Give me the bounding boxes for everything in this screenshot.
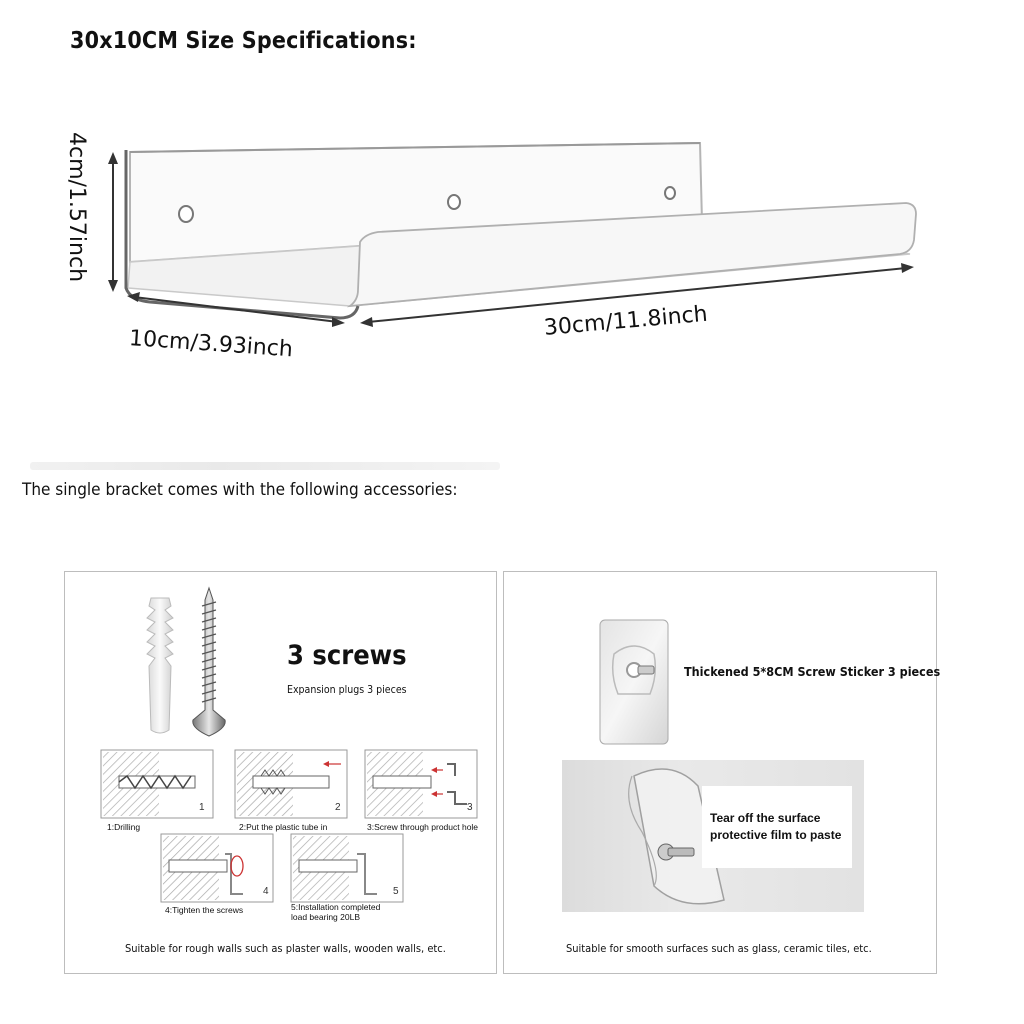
sticker-panel: Thickened 5*8CM Screw Sticker 3 pieces T… — [503, 571, 941, 974]
sticker-title: Thickened 5*8CM Screw Sticker 3 pieces — [684, 664, 941, 679]
shelf-illustration — [108, 141, 917, 327]
step-4-label: 4:Tighten the screws — [165, 905, 244, 915]
smooth-surfaces-caption: Suitable for smooth surfaces such as gla… — [566, 942, 872, 955]
film-instruction-line2: protective film to paste — [710, 828, 842, 842]
screw-icon — [192, 586, 226, 737]
sticker-peel-illustration — [628, 768, 725, 905]
rough-walls-caption: Suitable for rough walls such as plaster… — [125, 942, 446, 955]
ghost-line — [30, 462, 500, 470]
screws-title: 3 screws — [287, 640, 407, 671]
svg-text:3: 3 — [467, 802, 473, 813]
height-dimension-label: 4cm/1.57inch — [64, 132, 89, 283]
step-3-label: 3:Screw through product hole — [367, 822, 479, 832]
svg-text:4: 4 — [263, 886, 269, 897]
film-peel-photo: Tear off the surface protective film to … — [562, 760, 864, 912]
step-2-label: 2:Put the plastic tube in — [239, 822, 328, 832]
step-5-label-line1: 5:Installation completed — [291, 902, 381, 912]
expansion-plug-icon — [146, 597, 174, 734]
film-instruction-line1: Tear off the surface — [710, 811, 821, 825]
step-5-label-line2: load bearing 20LB — [291, 912, 361, 922]
installation-steps-diagram: 1 2 3 4 5 — [100, 749, 478, 903]
film-label-box — [702, 786, 852, 868]
screw-sticker-icon — [599, 619, 669, 745]
svg-text:1: 1 — [199, 802, 205, 813]
step-1-label: 1:Drilling — [107, 822, 141, 832]
svg-text:5: 5 — [393, 886, 399, 897]
accessories-intro: The single bracket comes with the follow… — [22, 480, 458, 500]
screws-subtitle: Expansion plugs 3 pieces — [287, 684, 407, 696]
page-title: 30x10CM Size Specifications: — [70, 28, 417, 54]
svg-text:2: 2 — [335, 802, 341, 813]
screws-panel: 3 screws Expansion plugs 3 pieces 1 2 3 — [64, 571, 497, 974]
